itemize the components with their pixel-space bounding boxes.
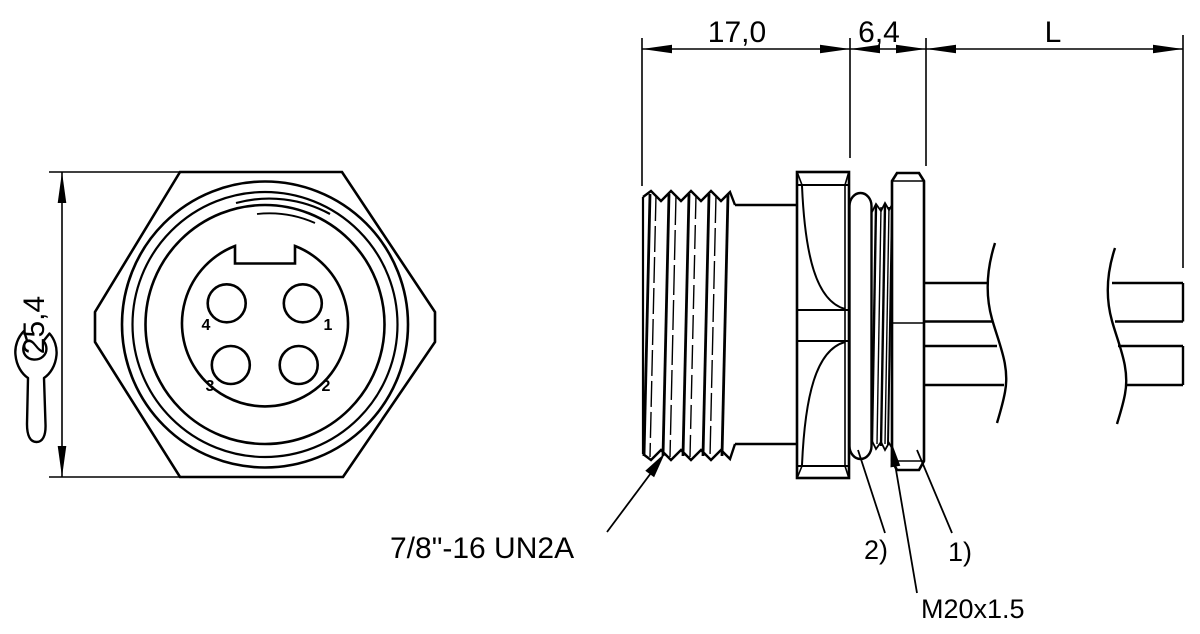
pin-circle bbox=[206, 282, 247, 324]
coupling-ring-circle bbox=[131, 190, 399, 459]
dim-thread-length-label: 17,0 bbox=[708, 16, 766, 49]
pin-label: 2 bbox=[322, 378, 331, 395]
wires bbox=[924, 242, 1185, 425]
hex-face-arc-upper bbox=[801, 185, 846, 310]
arrowhead-right bbox=[1153, 44, 1183, 54]
mounting-flange bbox=[890, 171, 926, 472]
pin-3: 3 bbox=[206, 344, 252, 395]
m20-flank bbox=[870, 205, 878, 444]
leader-line bbox=[894, 463, 918, 594]
leader-line bbox=[606, 472, 652, 533]
thread-flank bbox=[701, 193, 711, 457]
highlight-arc-outer bbox=[235, 197, 331, 215]
side-view: 17,0 6,4 L bbox=[641, 16, 1185, 480]
thread-crest-bottom bbox=[642, 443, 737, 462]
pin-label: 1 bbox=[324, 317, 333, 334]
thread-spec-label: 7/8"-16 UN2A bbox=[390, 532, 574, 565]
dimension-across-flats bbox=[49, 171, 181, 478]
leader-arrowhead bbox=[890, 441, 901, 468]
thread-crest-top bbox=[642, 189, 737, 206]
pin-2: 2 bbox=[278, 344, 331, 395]
panel-thread-label: M20x1.5 bbox=[921, 594, 1025, 624]
note-1-label: 1) bbox=[948, 537, 972, 567]
hex-body-outline bbox=[93, 170, 437, 479]
arrowhead-right bbox=[820, 44, 850, 54]
shell-circle bbox=[144, 203, 386, 446]
note-1-leader bbox=[916, 449, 953, 534]
hex-chamfer-diagonal bbox=[796, 172, 803, 186]
outer-flange-circle bbox=[120, 180, 410, 469]
hex-nut-side bbox=[795, 170, 851, 480]
note-2-label: 2) bbox=[864, 535, 888, 565]
o-ring-seal bbox=[848, 191, 873, 461]
dim-hex-width-label: 6,4 bbox=[858, 16, 900, 49]
m20-flank bbox=[879, 204, 887, 447]
dimensions-top bbox=[641, 35, 1184, 268]
dim-cable-length-label: L bbox=[1045, 16, 1062, 49]
m20-thread-section bbox=[870, 201, 893, 452]
thread-flank bbox=[681, 193, 691, 457]
pin-4: 4 bbox=[202, 282, 247, 334]
pin-label: 3 bbox=[206, 378, 215, 395]
arrowhead-up bbox=[57, 172, 67, 203]
pin-circle bbox=[210, 344, 252, 386]
flange-outline bbox=[890, 171, 926, 472]
thread-flank bbox=[669, 194, 677, 458]
thread-flank bbox=[689, 194, 697, 458]
front-view: 25,4 4 1 3 2 bbox=[14, 170, 437, 479]
thread-flank bbox=[720, 193, 730, 457]
arrowhead-left bbox=[642, 44, 672, 54]
leader-arrowhead bbox=[645, 453, 665, 478]
highlight-arc-inner bbox=[256, 212, 316, 224]
m20-flank bbox=[884, 206, 890, 445]
socket-face-keyway bbox=[180, 244, 350, 408]
callouts: 7/8"-16 UN2A 2) 1) M20x1.5 bbox=[390, 441, 1025, 624]
arrowhead-left bbox=[850, 44, 880, 54]
break-curve-left bbox=[986, 242, 1008, 424]
pin-label: 4 bbox=[202, 317, 211, 334]
thread-spec-leader bbox=[606, 453, 665, 533]
hex-chamfer-diagonal bbox=[844, 465, 850, 478]
panel-thread-leader bbox=[890, 441, 918, 594]
pin-circle bbox=[282, 282, 324, 324]
m20-crest-bottom bbox=[871, 440, 893, 452]
hex-chamfer-diagonal bbox=[844, 172, 850, 186]
arrowhead-down bbox=[57, 446, 67, 477]
thread-section bbox=[641, 189, 797, 462]
pin-circle bbox=[278, 344, 320, 386]
open-end-wrench-icon bbox=[14, 329, 58, 444]
pin-1: 1 bbox=[282, 282, 333, 334]
thread-flank bbox=[642, 193, 652, 457]
thread-flank bbox=[709, 194, 717, 458]
thread-flank bbox=[661, 193, 671, 457]
arrowhead-right bbox=[896, 44, 926, 54]
note-2-leader bbox=[857, 449, 886, 534]
hex-chamfer-diagonal bbox=[796, 465, 803, 478]
arrowhead-left bbox=[926, 44, 956, 54]
thread-flank bbox=[649, 194, 657, 458]
break-curve-right bbox=[1106, 247, 1128, 425]
hex-face-arc-lower bbox=[801, 341, 846, 466]
m20-flank bbox=[876, 206, 882, 445]
